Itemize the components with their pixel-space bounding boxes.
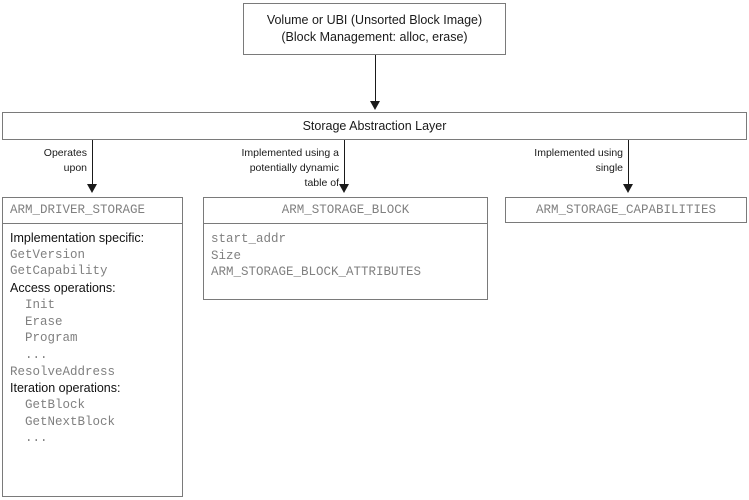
arm-driver-storage-title: ARM_DRIVER_STORAGE xyxy=(3,198,182,224)
edge-label-operates-upon-line-1: Operates xyxy=(43,147,87,159)
list-item: GetVersion xyxy=(10,247,86,262)
arrow-sal-to-block-line xyxy=(344,140,345,186)
arrow-sal-to-caps-line xyxy=(628,140,629,186)
list-item: Program xyxy=(25,331,78,346)
edge-label-implemented-table-line-2: potentially dynamic xyxy=(249,162,339,174)
list-item: GetBlock xyxy=(25,398,86,413)
list-item: start_addr xyxy=(211,232,287,246)
edge-label-implemented-single-line-2: single xyxy=(595,162,623,174)
list-item: Iteration operations: xyxy=(10,381,121,396)
arm-storage-capabilities-box: ARM_STORAGE_CAPABILITIES xyxy=(505,197,747,223)
list-item: ARM_STORAGE_BLOCK_ATTRIBUTES xyxy=(211,265,422,280)
arrow-volume-to-sal-line xyxy=(375,55,376,103)
edge-label-implemented-single-line-1: Implemented using xyxy=(534,147,623,159)
arrow-sal-to-block-head xyxy=(339,184,349,193)
list-item: Access operations: xyxy=(10,281,116,296)
storage-abstraction-layer-box: Storage Abstraction Layer xyxy=(2,112,747,140)
list-item: ... xyxy=(25,431,48,446)
arm-storage-block-title: ARM_STORAGE_BLOCK xyxy=(204,198,487,224)
list-item: Size xyxy=(211,248,242,263)
edge-label-operates-upon: Operates upon xyxy=(0,146,87,176)
edge-label-operates-upon-line-2: upon xyxy=(63,162,87,174)
volume-ubi-line-1: Volume or UBI (Unsorted Block Image) xyxy=(266,13,483,27)
list-item: Init xyxy=(25,297,56,312)
list-item: ResolveAddress xyxy=(10,364,116,379)
arm-storage-capabilities-title: ARM_STORAGE_CAPABILITIES xyxy=(535,203,717,217)
list-item: GetCapability xyxy=(10,264,108,279)
arm-driver-storage-box: ARM_DRIVER_STORAGE Implementation specif… xyxy=(2,197,183,497)
storage-abstraction-layer-label: Storage Abstraction Layer xyxy=(302,119,447,133)
list-item: Implementation specific: xyxy=(10,231,145,245)
list-item: GetNextBlock xyxy=(25,414,116,429)
list-item: ... xyxy=(25,347,48,362)
edge-label-implemented-table-line-1: Implemented using a xyxy=(241,147,339,159)
list-item: Erase xyxy=(25,314,63,329)
arrow-sal-to-driver-line xyxy=(92,140,93,186)
arm-storage-block-member-list: start_addr Size ARM_STORAGE_BLOCK_ATTRIB… xyxy=(204,224,487,281)
arrow-sal-to-driver-head xyxy=(87,184,97,193)
edge-label-implemented-single: Implemented using single xyxy=(500,146,623,176)
volume-ubi-line-2: (Block Management: alloc, erase) xyxy=(281,30,468,44)
arrow-volume-to-sal-head xyxy=(370,101,380,110)
arm-driver-storage-member-list: Implementation specific: GetVersion GetC… xyxy=(3,224,182,447)
volume-ubi-box: Volume or UBI (Unsorted Block Image) (Bl… xyxy=(243,3,506,55)
edge-label-implemented-table: Implemented using a potentially dynamic … xyxy=(210,146,339,191)
edge-label-implemented-table-line-3: table of xyxy=(304,177,339,189)
arrow-sal-to-caps-head xyxy=(623,184,633,193)
arm-storage-block-box: ARM_STORAGE_BLOCK start_addr Size ARM_ST… xyxy=(203,197,488,300)
